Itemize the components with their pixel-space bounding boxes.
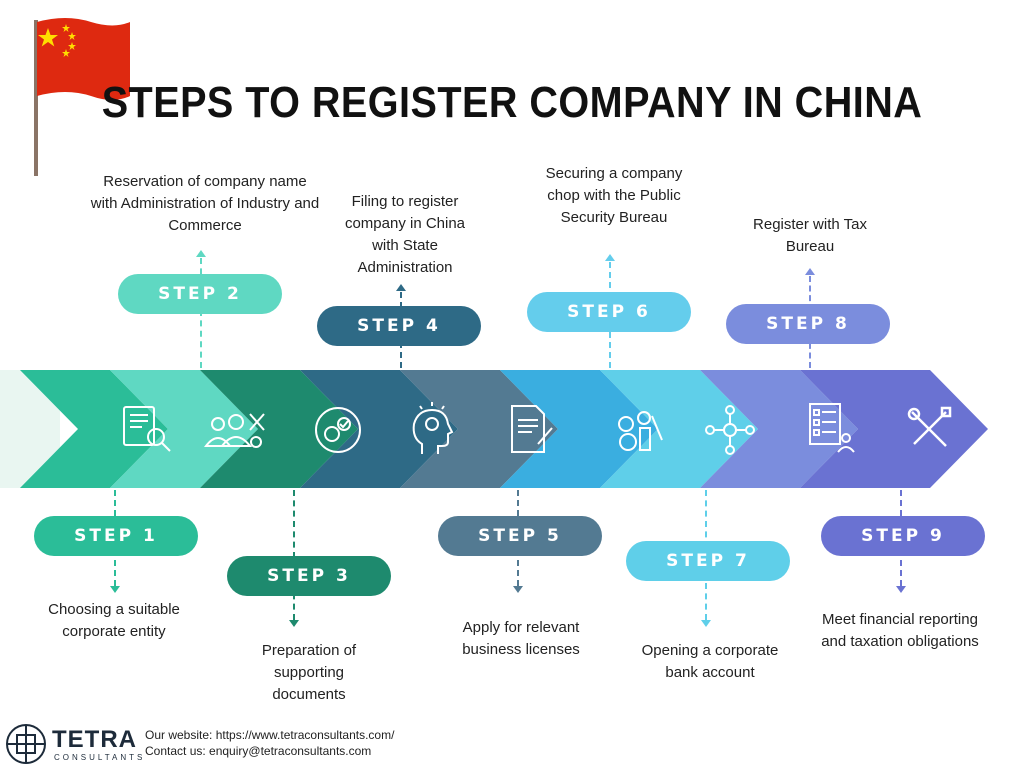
step3-connector <box>293 490 295 620</box>
step3-pill: STEP 3 <box>227 556 391 596</box>
step8-arrowhead <box>805 268 815 275</box>
china-flag-icon <box>34 18 130 176</box>
tools-icon <box>907 406 952 447</box>
step1-pill: STEP 1 <box>34 516 198 556</box>
step2-pill: STEP 2 <box>118 274 282 314</box>
step7-description: Opening a corporate bank account <box>641 642 779 681</box>
step9-description: Meet financial reporting and taxation ob… <box>821 611 979 650</box>
magnifier-document-icon <box>123 406 171 452</box>
step5-description: Apply for relevant business licenses <box>462 619 580 658</box>
contact-line: Contact us: enquiry@tetraconsultants.com <box>145 744 372 758</box>
step9-pill: STEP 9 <box>821 516 985 556</box>
step7-pill: STEP 7 <box>626 541 790 581</box>
step8-pill: STEP 8 <box>726 304 890 344</box>
network-icon <box>705 405 755 455</box>
brand-subtitle: CONSULTANTS <box>54 753 146 762</box>
step2-arrowhead <box>196 250 206 257</box>
step6-pill: STEP 6 <box>527 292 691 332</box>
tetra-logo-icon <box>6 724 46 764</box>
step4-arrowhead <box>396 284 406 291</box>
step5-arrowhead <box>513 586 523 593</box>
step3-description: Preparation of supporting documents <box>261 642 357 703</box>
step8-description: Register with Tax Bureau <box>753 216 867 255</box>
step4-description: Filing to register company in China with… <box>344 193 466 276</box>
brand-name: TETRA <box>52 726 137 753</box>
step1-description: Choosing a suitable corporate entity <box>48 601 180 640</box>
gears-check-icon <box>315 407 361 453</box>
idea-head-icon <box>412 402 454 454</box>
step4-pill: STEP 4 <box>317 306 481 346</box>
page-title: STEPS TO REGISTER COMPANY IN CHINA <box>101 78 923 127</box>
steps-arrow-band <box>0 370 988 488</box>
step6-description: Securing a company chop with the Public … <box>545 165 683 226</box>
step1-arrowhead <box>110 586 120 593</box>
step2-description: Reservation of company name with Adminis… <box>90 173 320 234</box>
gears-bulb-icon <box>618 411 663 451</box>
team-tools-icon <box>204 413 265 448</box>
step6-arrowhead <box>605 254 615 261</box>
checklist-team-icon <box>809 403 855 453</box>
website-line: Our website: https://www.tetraconsultant… <box>145 728 395 742</box>
step7-arrowhead <box>701 620 711 627</box>
step5-pill: STEP 5 <box>438 516 602 556</box>
step9-arrowhead <box>896 586 906 593</box>
document-pen-icon <box>511 405 553 453</box>
step3-arrowhead <box>289 620 299 627</box>
